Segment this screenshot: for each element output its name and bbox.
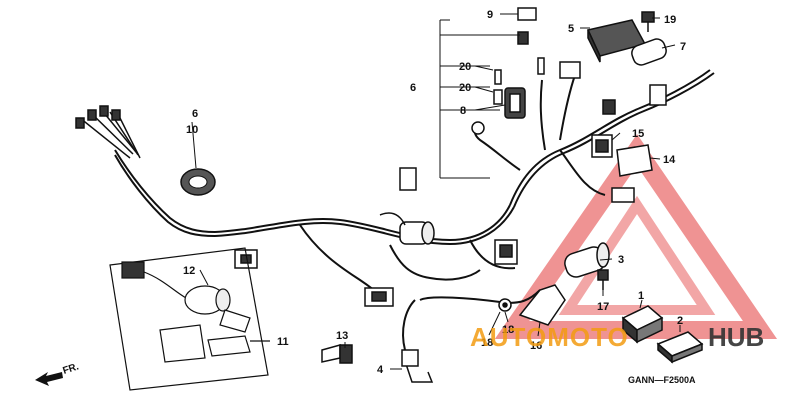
washers-18	[498, 298, 512, 312]
grommet	[180, 168, 216, 196]
part-label-6b: 6	[410, 82, 416, 94]
part-label-3: 3	[618, 254, 624, 266]
clip-9	[517, 7, 537, 21]
ignition-coil-3	[564, 242, 610, 278]
part-label-20a: 20	[459, 61, 471, 73]
leader-lines	[191, 13, 681, 370]
part-label-11: 11	[277, 336, 289, 348]
part-label-14: 14	[663, 154, 676, 166]
plug-lead-4	[401, 349, 434, 383]
box-2	[656, 331, 704, 364]
part-label-17: 17	[597, 301, 609, 313]
small-parts-20	[493, 57, 545, 105]
watermark-text: AUTOMOTO HUB	[470, 322, 764, 352]
part-label-16: 16	[530, 340, 542, 352]
part-label-6a: 6	[192, 108, 198, 120]
part-labels: 1 2 3 4 5 6 10 6 7 8 9 11 12 13 14 15 16…	[183, 9, 686, 376]
part-label-12: 12	[183, 265, 195, 277]
watermark-text-right: HUB	[708, 322, 764, 352]
part-7-cap	[631, 38, 667, 66]
front-direction-arrow: FR.	[35, 361, 80, 386]
harness-connectors	[234, 31, 667, 307]
part-label-8: 8	[460, 105, 466, 117]
watermark-text-left: AUTOMOTO	[470, 322, 629, 352]
part-label-19: 19	[664, 14, 676, 26]
group-bracket-6	[439, 19, 520, 179]
part-label-9: 9	[487, 9, 493, 21]
bolt-17	[597, 269, 609, 290]
part-label-10: 10	[186, 124, 198, 136]
bracket-16	[518, 284, 566, 326]
part-label-15: 15	[632, 128, 644, 140]
direction-label: FR.	[62, 361, 81, 377]
relay-15	[591, 134, 613, 158]
bolt-19	[641, 11, 655, 32]
part-label-1: 1	[638, 290, 644, 302]
key-13	[321, 344, 353, 364]
relay-14	[611, 144, 653, 203]
part-label-7: 7	[680, 41, 686, 53]
part-label-18a: 18	[502, 324, 514, 336]
regulator-5	[559, 19, 647, 79]
left-connector-bundle	[75, 105, 141, 159]
part-label-5: 5	[568, 23, 574, 35]
spark-plug-cap	[379, 212, 435, 245]
part-label-2: 2	[677, 315, 683, 327]
ignition-switch-group-11	[109, 247, 270, 391]
part-label-18b: 18	[481, 337, 493, 349]
part-label-4: 4	[377, 364, 384, 376]
fuse-holder-8	[504, 87, 526, 119]
diagram-code: GANN—F2500A	[628, 375, 696, 385]
part-label-13: 13	[336, 330, 348, 342]
box-1	[621, 305, 664, 344]
part-label-20b: 20	[459, 82, 471, 94]
